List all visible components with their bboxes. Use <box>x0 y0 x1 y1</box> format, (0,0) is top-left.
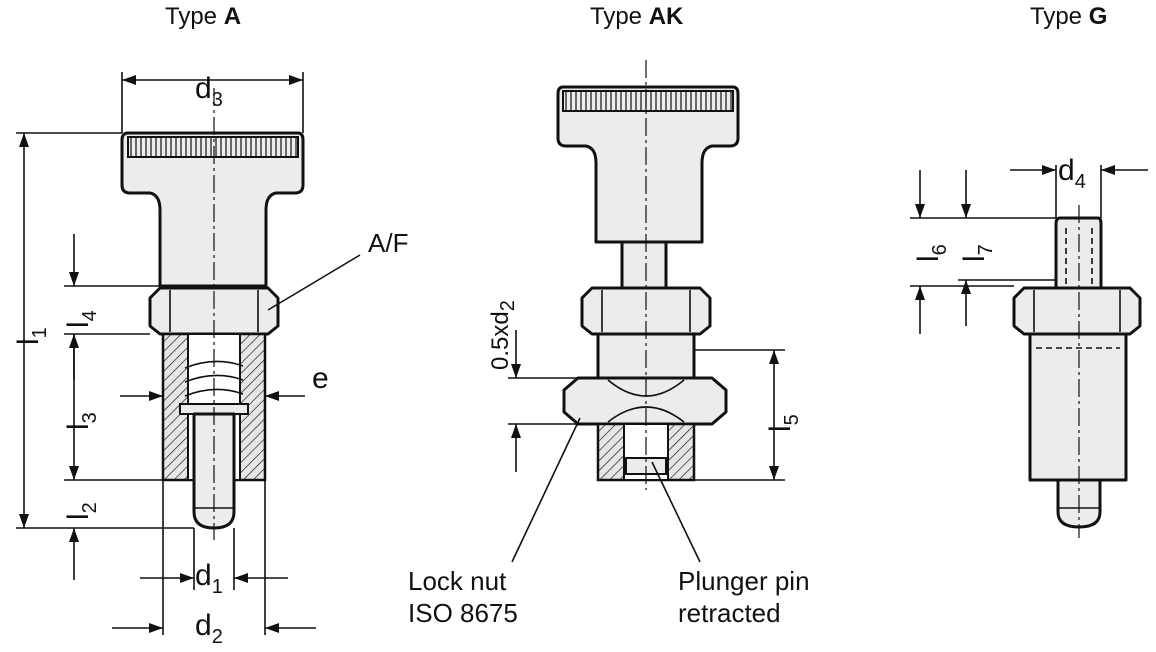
type-a-drawing: d3 l1 l4 l3 l2 A/F e <box>12 72 408 648</box>
title-type-g: Type G <box>1030 3 1107 30</box>
type-a-hex <box>148 286 280 336</box>
callout-plunger-2: retracted <box>678 598 781 628</box>
type-ak-stem <box>620 240 668 290</box>
title-type-a: Type A <box>165 3 241 30</box>
type-ak-knob <box>556 85 740 244</box>
callout-plunger-1: Plunger pin <box>678 566 810 596</box>
dim-l7: l7 <box>958 244 997 262</box>
dim-d2: d2 <box>195 609 223 648</box>
type-g-body <box>1028 332 1128 482</box>
dim-l1: l1 <box>12 327 51 345</box>
type-ak-drawing: 0.5xd2 l5 Lock nut ISO 8675 Plunger pin … <box>408 60 810 628</box>
callout-lock-nut-2: ISO 8675 <box>408 598 518 628</box>
dim-d1: d1 <box>195 559 223 598</box>
dim-d4: d4 <box>1058 154 1086 193</box>
type-ak-hex <box>580 286 712 336</box>
type-a-knob <box>120 131 305 288</box>
dim-l3: l3 <box>62 412 101 430</box>
dim-e: e <box>312 362 329 395</box>
title-type-ak: Type AK <box>590 3 684 30</box>
dim-l6: l6 <box>912 244 951 262</box>
label-af: A/F <box>368 228 408 258</box>
type-a-knurl <box>127 136 299 158</box>
type-ak-lock-nut <box>562 376 728 426</box>
type-ak-knurl <box>562 90 734 112</box>
dim-l4: l4 <box>62 310 101 328</box>
callout-lock-nut-1: Lock nut <box>408 566 507 596</box>
dim-l5: l5 <box>764 414 803 432</box>
type-g-hex <box>1012 286 1142 336</box>
dim-l2: l2 <box>62 502 101 520</box>
dim-half-d2: 0.5xd2 <box>487 300 519 370</box>
type-g-drawing: d4 l6 l7 <box>910 154 1148 538</box>
dim-d3: d3 <box>195 72 223 111</box>
